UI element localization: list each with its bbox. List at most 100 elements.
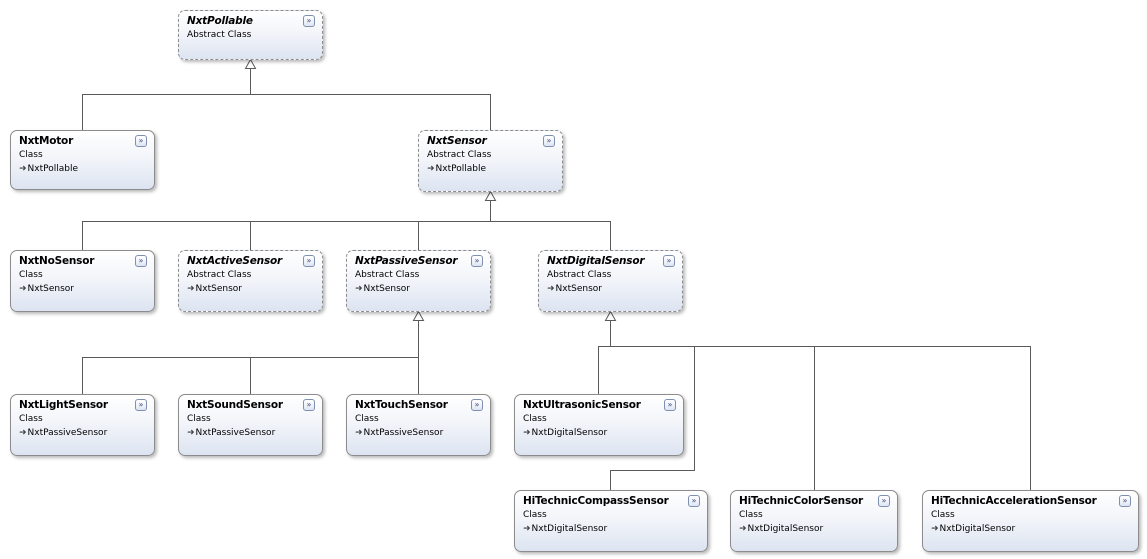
inheritance-arrow-icon: ➜ (739, 524, 747, 534)
chevron-double-down-icon[interactable]: » (1119, 495, 1131, 507)
base-class: ➜NxtPollable (427, 162, 562, 176)
class-name: NxtPassiveSensor (355, 255, 458, 267)
class-box-nxtpollable[interactable]: NxtPollable Abstract Class » (178, 10, 323, 60)
inheritance-arrowhead-nxtsensor (484, 190, 497, 201)
class-kind: Class (523, 414, 547, 424)
class-kind: Class (739, 510, 763, 520)
class-kind: Class (19, 150, 43, 160)
base-class: ➜NxtDigitalSensor (739, 522, 897, 536)
class-name: NxtUltrasonicSensor (523, 399, 641, 411)
class-box-nxtnosensor[interactable]: NxtNoSensor Class ➜NxtSensor » (10, 250, 155, 312)
class-kind: Class (187, 414, 211, 424)
base-class: ➜NxtSensor (19, 282, 154, 296)
base-class: ➜NxtSensor (187, 282, 322, 296)
base-class: ➜NxtPollable (19, 162, 154, 176)
base-class-name: NxtPassiveSensor (27, 428, 108, 438)
chevron-double-down-icon[interactable]: » (135, 399, 147, 411)
class-name: HiTechnicAccelerationSensor (931, 495, 1097, 507)
class-name: NxtTouchSensor (355, 399, 448, 411)
class-kind: Abstract Class (427, 150, 492, 160)
class-kind: Class (523, 510, 547, 520)
chevron-double-down-icon[interactable]: » (303, 15, 315, 27)
class-kind: Abstract Class (355, 270, 420, 280)
base-class: ➜NxtDigitalSensor (931, 522, 1138, 536)
base-class: ➜NxtSensor (355, 282, 490, 296)
connector-compasssensor (610, 346, 695, 490)
base-class: ➜NxtPassiveSensor (187, 426, 322, 440)
class-kind: Abstract Class (187, 270, 252, 280)
base-class: ➜NxtDigitalSensor (523, 426, 683, 440)
class-name: NxtLightSensor (19, 399, 108, 411)
class-box-hitechnicaccelerationsensor[interactable]: HiTechnicAccelerationSensor Class ➜NxtDi… (922, 490, 1139, 552)
inheritance-arrowhead-passive (412, 310, 425, 321)
class-name: NxtSensor (427, 135, 487, 147)
base-class-name: NxtDigitalSensor (531, 524, 608, 534)
base-class-name: NxtSensor (27, 284, 74, 294)
inheritance-arrow-icon: ➜ (187, 428, 195, 438)
class-name: HiTechnicCompassSensor (523, 495, 669, 507)
base-class-name: NxtSensor (555, 284, 602, 294)
class-box-nxttouchsensor[interactable]: NxtTouchSensor Class ➜NxtPassiveSensor » (346, 394, 491, 456)
class-name: NxtDigitalSensor (547, 255, 645, 267)
base-class-name: NxtPollable (435, 164, 487, 174)
class-box-hitechniccompasssensor[interactable]: HiTechnicCompassSensor Class ➜NxtDigital… (514, 490, 708, 552)
inheritance-arrowhead-pollable (244, 58, 257, 69)
base-class-name: NxtDigitalSensor (531, 428, 608, 438)
class-name: NxtMotor (19, 135, 74, 147)
inheritance-arrow-icon: ➜ (19, 164, 27, 174)
inheritance-arrow-icon: ➜ (931, 524, 939, 534)
base-class: ➜NxtPassiveSensor (19, 426, 154, 440)
chevron-double-down-icon[interactable]: » (135, 255, 147, 267)
inheritance-arrow-icon: ➜ (523, 524, 531, 534)
inheritance-arrow-icon: ➜ (187, 284, 195, 294)
class-name: NxtNoSensor (19, 255, 95, 267)
connector-nxtsensor-children (82, 221, 611, 250)
class-kind: Class (355, 414, 379, 424)
base-class-name: NxtSensor (195, 284, 242, 294)
base-class-name: NxtPassiveSensor (195, 428, 276, 438)
base-class-name: NxtPassiveSensor (363, 428, 444, 438)
chevron-double-down-icon[interactable]: » (688, 495, 700, 507)
inheritance-arrow-icon: ➜ (355, 428, 363, 438)
inheritance-arrowhead-digital (604, 310, 617, 321)
class-kind: Abstract Class (547, 270, 612, 280)
inheritance-arrow-icon: ➜ (427, 164, 435, 174)
class-name: NxtActiveSensor (187, 255, 282, 267)
inheritance-arrow-icon: ➜ (19, 284, 27, 294)
class-kind: Abstract Class (187, 30, 252, 40)
class-box-nxtpassivesensor[interactable]: NxtPassiveSensor Abstract Class ➜NxtSens… (346, 250, 491, 312)
class-box-nxtsoundsensor[interactable]: NxtSoundSensor Class ➜NxtPassiveSensor » (178, 394, 323, 456)
class-name: NxtPollable (187, 15, 253, 27)
base-class-name: NxtDigitalSensor (939, 524, 1016, 534)
class-box-nxtsensor[interactable]: NxtSensor Abstract Class ➜NxtPollable » (418, 130, 563, 192)
inheritance-arrow-icon: ➜ (523, 428, 531, 438)
chevron-double-down-icon[interactable]: » (303, 399, 315, 411)
class-box-nxtmotor[interactable]: NxtMotor Class ➜NxtPollable » (10, 130, 155, 190)
chevron-double-down-icon[interactable]: » (663, 255, 675, 267)
chevron-double-down-icon[interactable]: » (664, 399, 676, 411)
class-box-nxtactivesensor[interactable]: NxtActiveSensor Abstract Class ➜NxtSenso… (178, 250, 323, 312)
chevron-double-down-icon[interactable]: » (543, 135, 555, 147)
chevron-double-down-icon[interactable]: » (135, 135, 147, 147)
base-class-name: NxtDigitalSensor (747, 524, 824, 534)
chevron-double-down-icon[interactable]: » (303, 255, 315, 267)
class-kind: Class (931, 510, 955, 520)
class-box-hitechniccolorsensor[interactable]: HiTechnicColorSensor Class ➜NxtDigitalSe… (730, 490, 898, 552)
chevron-double-down-icon[interactable]: » (878, 495, 890, 507)
chevron-double-down-icon[interactable]: » (471, 255, 483, 267)
class-name: NxtSoundSensor (187, 399, 283, 411)
connector-nxtmotor (82, 94, 491, 130)
base-class: ➜NxtDigitalSensor (523, 522, 707, 536)
base-class: ➜NxtPassiveSensor (355, 426, 490, 440)
inheritance-arrow-icon: ➜ (547, 284, 555, 294)
class-box-nxtultrasonicsensor[interactable]: NxtUltrasonicSensor Class ➜NxtDigitalSen… (514, 394, 684, 456)
inheritance-arrow-icon: ➜ (19, 428, 27, 438)
class-kind: Class (19, 414, 43, 424)
class-kind: Class (19, 270, 43, 280)
base-class-name: NxtSensor (363, 284, 410, 294)
base-class: ➜NxtSensor (547, 282, 682, 296)
class-box-nxtlightsensor[interactable]: NxtLightSensor Class ➜NxtPassiveSensor » (10, 394, 155, 456)
chevron-double-down-icon[interactable]: » (471, 399, 483, 411)
class-box-nxtdigitalsensor[interactable]: NxtDigitalSensor Abstract Class ➜NxtSens… (538, 250, 683, 312)
